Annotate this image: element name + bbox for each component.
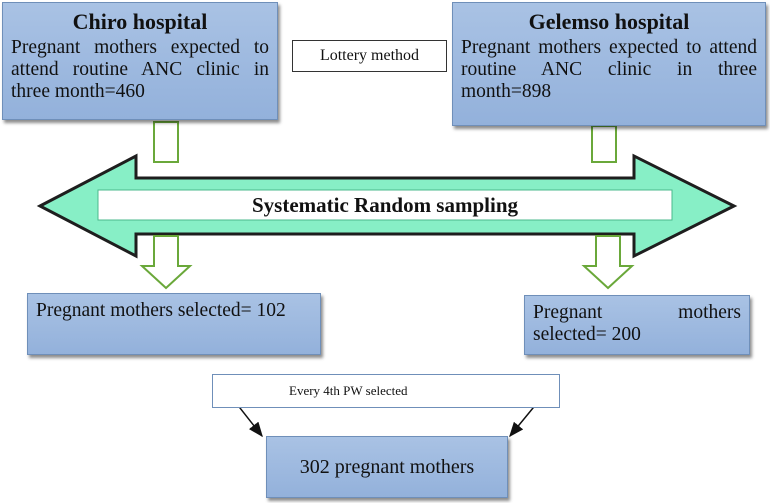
gelemso-hollow-arrow-top	[591, 125, 617, 163]
systematic-random-sampling-label: Systematic Random sampling	[251, 193, 519, 217]
chiro-hollow-arrow-head	[139, 235, 193, 290]
gelemso-selected-box: Pregnant mothers selected= 200	[524, 295, 750, 355]
chiro-selected-box: Pregnant mothers selected= 102	[27, 293, 321, 355]
chiro-hospital-box: Chiro hospital Pregnant mothers expected…	[2, 2, 278, 120]
chiro-hospital-text: Pregnant mothers expected to attend rout…	[11, 37, 269, 102]
band-inner	[97, 189, 673, 221]
total-box: 302 pregnant mothers	[266, 436, 508, 498]
chiro-selected-text: Pregnant mothers selected= 102	[36, 300, 286, 321]
gelemso-selected-text: Pregnant mothers selected= 200	[533, 302, 741, 345]
total-text: 302 pregnant mothers	[299, 456, 475, 478]
gelemso-hospital-box: Gelemso hospital Pregnant mothers expect…	[452, 2, 766, 126]
gelemso-hollow-arrow-head	[581, 235, 635, 290]
chiro-hollow-arrow-top	[153, 121, 179, 163]
gelemso-hospital-text: Pregnant mothers expected to attend rout…	[461, 37, 757, 102]
lottery-method-label: Lottery method	[292, 40, 447, 72]
interval-label: Every 4th PW selected	[212, 374, 560, 408]
chiro-hospital-title: Chiro hospital	[72, 9, 208, 34]
gelemso-hospital-title: Gelemso hospital	[528, 9, 690, 34]
